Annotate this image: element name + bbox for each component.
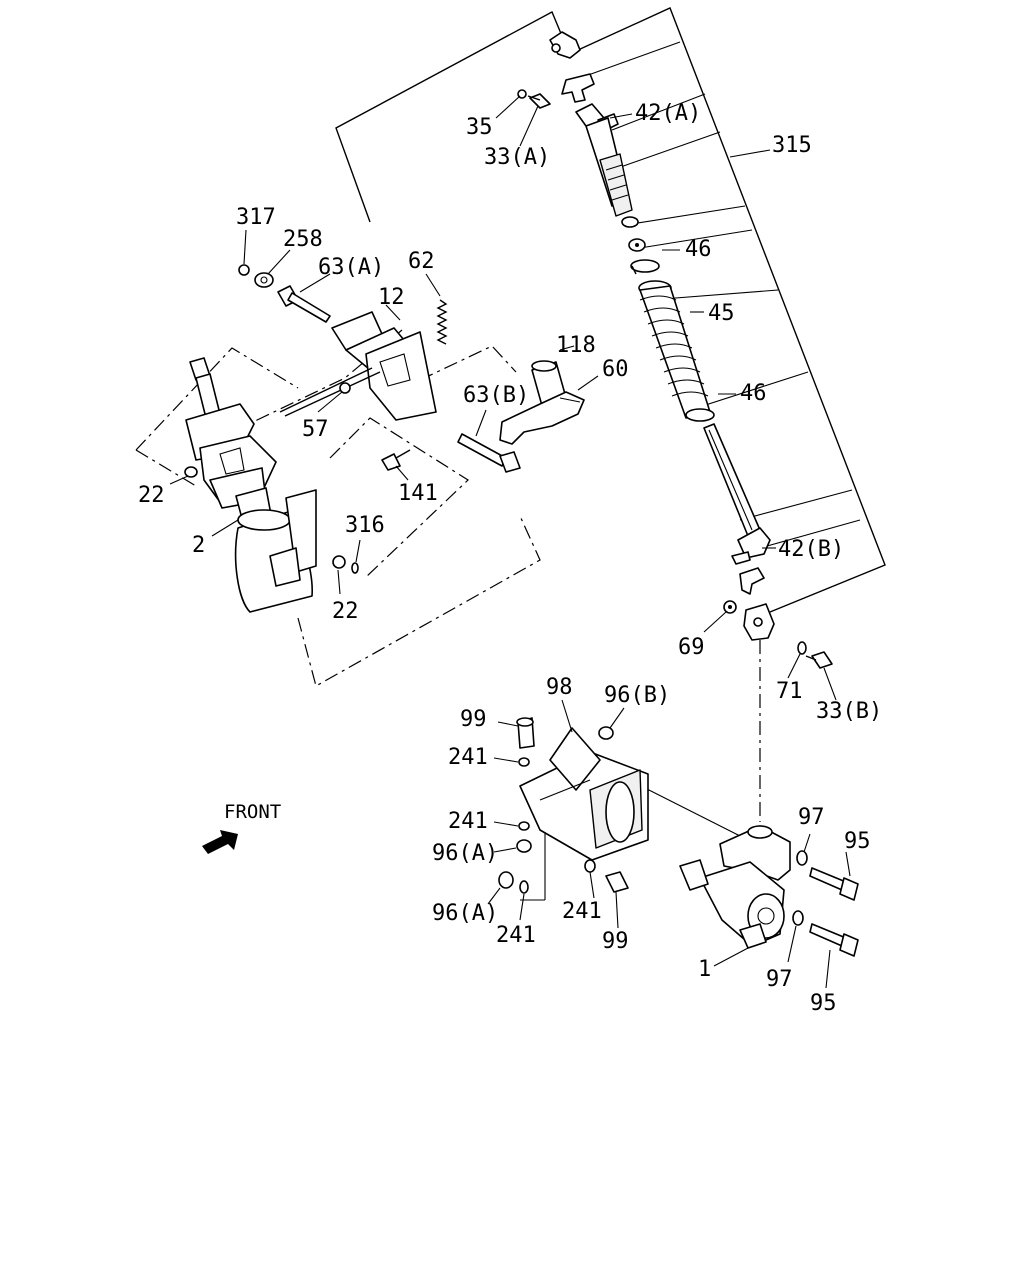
- bolt-33a: [527, 93, 551, 109]
- label-57: 57: [302, 417, 329, 442]
- label-316: 316: [345, 513, 385, 538]
- part-labels: 35 33(A) 42(A) 315 317 258 63(A) 62 12 4…: [138, 101, 882, 1016]
- label-33a: 33(A): [484, 145, 550, 170]
- label-96a-lower: 96(A): [432, 901, 498, 926]
- label-60: 60: [602, 357, 629, 382]
- label-95-lower: 95: [810, 991, 837, 1016]
- washer-97-upper: [796, 850, 808, 866]
- label-241-a: 241: [448, 745, 488, 770]
- label-42a: 42(A): [635, 101, 701, 126]
- label-118: 118: [556, 333, 596, 358]
- label-141: 141: [398, 481, 438, 506]
- washer-22-lower: [332, 555, 346, 569]
- nut-69: [723, 600, 737, 614]
- bolt-63a: [277, 285, 331, 323]
- bolt-33b: [805, 651, 833, 669]
- label-12: 12: [378, 285, 405, 310]
- label-96b: 96(B): [604, 683, 670, 708]
- label-35: 35: [466, 115, 493, 140]
- gearbox-leaders: [520, 640, 761, 901]
- label-97-lower: 97: [766, 967, 793, 992]
- front-arrow-icon: [202, 830, 238, 854]
- label-258: 258: [283, 227, 323, 252]
- bracket-12: [279, 311, 437, 421]
- shaft-washers: [621, 216, 646, 252]
- label-241-d: 241: [562, 899, 602, 924]
- lower-yoke: [743, 603, 775, 641]
- label-2: 2: [192, 533, 205, 558]
- label-97-upper: 97: [798, 805, 825, 830]
- assembly-315-bracket: [335, 7, 886, 613]
- clamp-46-upper: [630, 259, 660, 275]
- steering-column: [185, 357, 317, 613]
- bolt-141: [381, 449, 411, 471]
- upper-shaft: [575, 103, 633, 217]
- front-label: FRONT: [224, 801, 281, 823]
- label-96a-upper: 96(A): [432, 841, 498, 866]
- lower-universal-joint: [731, 527, 771, 595]
- steering-gear-box: [679, 825, 791, 949]
- label-99-upper: 99: [460, 707, 487, 732]
- label-241-b: 241: [448, 809, 488, 834]
- washer-22-upper: [184, 466, 198, 478]
- upper-universal-joint: [549, 31, 595, 103]
- label-69: 69: [678, 635, 705, 660]
- bolt-63b: [457, 433, 521, 473]
- label-leaders: [169, 95, 851, 989]
- washer-258: [254, 272, 274, 288]
- bolt-99-lower: [605, 871, 629, 893]
- nut-96a-1: [516, 839, 532, 853]
- label-45: 45: [708, 301, 735, 326]
- clip-316: [351, 562, 359, 574]
- washer-97-lower: [792, 910, 804, 926]
- label-315: 315: [772, 133, 812, 158]
- label-317: 317: [236, 205, 276, 230]
- nut-317: [238, 264, 250, 276]
- label-63b: 63(B): [463, 383, 529, 408]
- label-99-lower: 99: [602, 929, 629, 954]
- label-1: 1: [698, 957, 711, 982]
- nut-96b: [598, 726, 614, 740]
- label-42b: 42(B): [778, 537, 844, 562]
- clamp-46-lower: [685, 408, 715, 422]
- label-46-lower: 46: [740, 381, 767, 406]
- bolt-99-upper: [516, 717, 535, 749]
- label-46-upper: 46: [685, 237, 712, 262]
- label-22-lower: 22: [332, 599, 359, 624]
- label-98: 98: [546, 675, 573, 700]
- label-22-upper: 22: [138, 483, 165, 508]
- label-71: 71: [776, 679, 803, 704]
- nut-57: [339, 382, 351, 394]
- washer-241-c: [519, 880, 529, 894]
- spring-62: [436, 299, 448, 345]
- lever-60: [499, 391, 585, 445]
- mounting-bracket-98: [519, 727, 649, 861]
- washer-241-b: [518, 821, 530, 831]
- bolt-95-lower: [809, 923, 859, 957]
- label-33b: 33(B): [816, 699, 882, 724]
- label-95-upper: 95: [844, 829, 871, 854]
- washer-71: [797, 641, 807, 655]
- washer-241-a: [518, 757, 530, 767]
- label-63a: 63(A): [318, 255, 384, 280]
- nut-96a-2: [498, 871, 514, 889]
- label-241-c: 241: [496, 923, 536, 948]
- boot-45: [638, 280, 711, 419]
- washer-241-d: [584, 859, 596, 873]
- label-62: 62: [408, 249, 435, 274]
- lower-long-shaft: [703, 423, 761, 537]
- bolt-95-upper: [809, 867, 859, 901]
